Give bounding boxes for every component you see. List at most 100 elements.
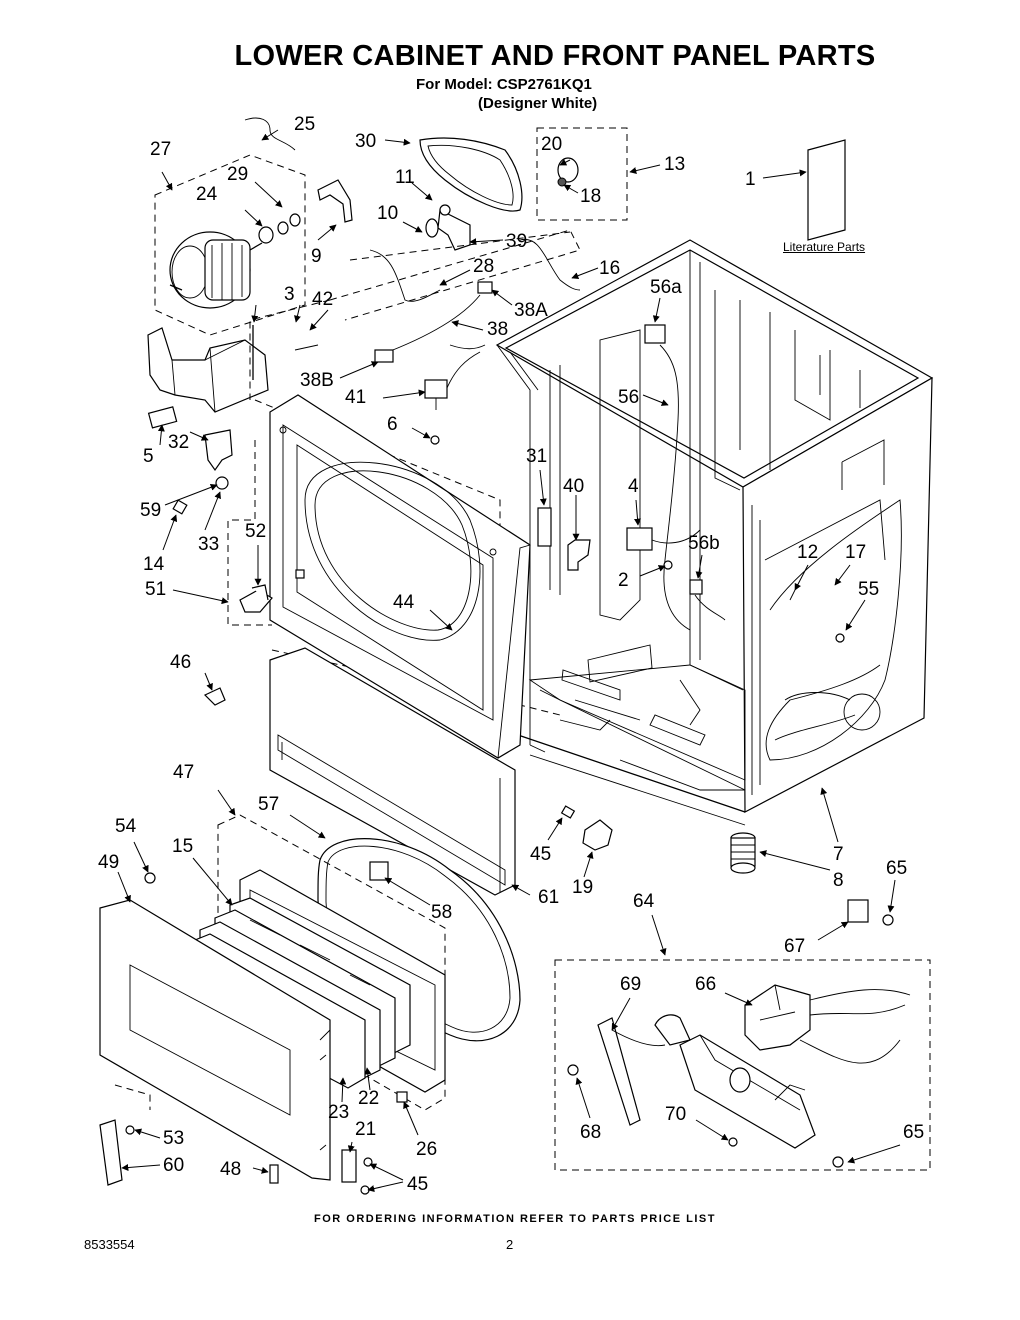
- callout-64: 64: [633, 891, 655, 912]
- callout-38: 38: [487, 319, 508, 340]
- callout-15: 15: [172, 836, 193, 857]
- catch-58: [369, 861, 389, 881]
- bracket-67: [847, 899, 869, 923]
- connector-56a: [644, 324, 666, 344]
- screw-54: [144, 872, 156, 884]
- callout-68: 68: [580, 1122, 601, 1143]
- callout-14: 14: [143, 554, 165, 575]
- literature-parts-label: Literature Parts: [783, 240, 866, 254]
- callout-41: 41: [345, 387, 366, 408]
- callout-47: 47: [173, 762, 194, 783]
- callout-16: 16: [599, 258, 620, 279]
- model-line: For Model: CSP2761KQ1: [416, 76, 592, 93]
- callout-42: 42: [312, 289, 333, 310]
- callout-4: 4: [628, 476, 639, 497]
- bolt-14: [172, 499, 188, 515]
- callout-3: 3: [284, 284, 295, 305]
- callout-56: 56: [618, 387, 639, 408]
- switch-5: [147, 406, 178, 429]
- callout-21: 21: [355, 1119, 376, 1140]
- callout-30: 30: [355, 131, 376, 152]
- callout-66: 66: [695, 974, 716, 995]
- callout-26: 26: [416, 1139, 437, 1160]
- connector-38A: [477, 281, 493, 294]
- callout-69: 69: [620, 974, 641, 995]
- page-title: LOWER CABINET AND FRONT PANEL PARTS: [234, 40, 876, 72]
- document-number: 8533554: [84, 1237, 135, 1252]
- leader-lines: [117, 129, 901, 1193]
- screw-12: [789, 589, 796, 601]
- idler-arm-39: [425, 204, 471, 251]
- screw-45a: [560, 805, 576, 819]
- page-number: 2: [506, 1237, 514, 1252]
- washer-59: [215, 476, 229, 490]
- callout-38A: 38A: [514, 300, 548, 321]
- callout-59: 59: [140, 500, 161, 521]
- pulley-assembly-box: [536, 127, 628, 221]
- callout-70: 70: [665, 1104, 686, 1125]
- motor-mount-32: [147, 327, 269, 413]
- callout-19: 19: [572, 877, 593, 898]
- connector-38B: [374, 349, 394, 363]
- callout-54: 54: [115, 816, 137, 837]
- callout-51: 51: [145, 579, 166, 600]
- callout-65-bottom: 65: [903, 1122, 924, 1143]
- bumper-46: [203, 687, 226, 706]
- sensor-41: [424, 351, 481, 410]
- callout-49: 49: [98, 852, 119, 873]
- callout-45-upper: 45: [530, 844, 551, 865]
- callout-1: 1: [745, 169, 756, 190]
- callout-10: 10: [377, 203, 398, 224]
- callout-8: 8: [833, 870, 844, 891]
- screw-48: [269, 1164, 279, 1184]
- callout-24: 24: [196, 184, 218, 205]
- callout-61: 61: [538, 887, 559, 908]
- clip-9: [317, 179, 353, 223]
- callout-32: 32: [168, 432, 189, 453]
- callout-39: 39: [506, 231, 527, 252]
- bumper-26: [396, 1091, 408, 1103]
- switch-4: [626, 527, 653, 551]
- callout-6: 6: [387, 414, 398, 435]
- harness-17: [765, 499, 902, 761]
- callout-22: 22: [358, 1088, 379, 1109]
- callout-labels: 25 27 29 24 9 30 11 10 39 28 38A 38 38B …: [98, 114, 924, 1195]
- callout-65-top: 65: [886, 858, 907, 879]
- front-panel-44: [269, 394, 531, 759]
- harness-16: [519, 238, 581, 291]
- callout-9: 9: [311, 246, 322, 267]
- callout-7: 7: [833, 844, 844, 865]
- screw-2: [663, 560, 673, 570]
- callout-40: 40: [563, 476, 584, 497]
- callout-55: 55: [858, 579, 879, 600]
- valve-66: [744, 984, 911, 1064]
- burner-70: [679, 1034, 816, 1149]
- handle-60: [99, 1119, 123, 1186]
- callout-13: 13: [664, 154, 685, 175]
- callout-56a: 56a: [650, 277, 682, 298]
- hinge-21: [341, 1149, 357, 1183]
- screw-53: [125, 1125, 135, 1135]
- callout-53: 53: [163, 1128, 184, 1149]
- callout-52: 52: [245, 521, 266, 542]
- callout-58: 58: [431, 902, 452, 923]
- screw-68: [567, 1064, 579, 1076]
- tube-69a: [654, 1014, 691, 1046]
- cabinet-7: [495, 239, 934, 826]
- callout-18: 18: [580, 186, 601, 207]
- callout-29: 29: [227, 164, 248, 185]
- screw-70: [728, 1137, 738, 1147]
- callout-2: 2: [618, 570, 629, 591]
- screw-42: [294, 344, 319, 351]
- callout-31: 31: [526, 446, 547, 467]
- callout-11: 11: [395, 167, 415, 188]
- plate-31: [537, 507, 552, 547]
- screw-65a: [882, 914, 894, 926]
- callout-44: 44: [393, 592, 415, 613]
- callout-33: 33: [198, 534, 219, 555]
- callout-57: 57: [258, 794, 279, 815]
- callout-38B: 38B: [300, 370, 334, 391]
- literature-1: [807, 139, 846, 241]
- clip-19: [582, 819, 613, 851]
- screw-55: [835, 633, 845, 643]
